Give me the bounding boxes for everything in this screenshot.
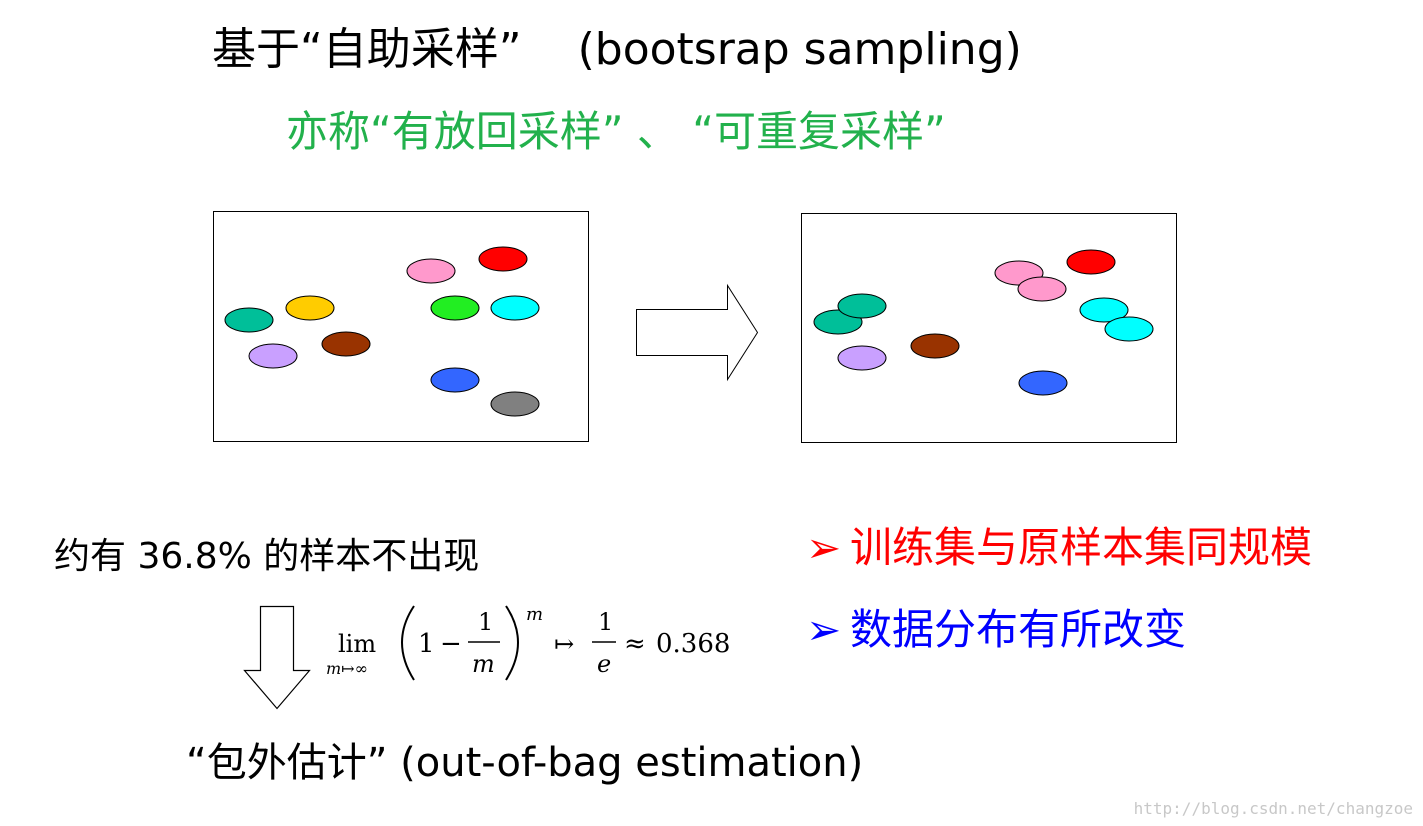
formula-one: 1 [418, 629, 435, 659]
bullet-same-size: ➢训练集与原样本集同规模 [806, 520, 1312, 576]
down-arrow-icon [243, 605, 311, 710]
sampled-sample-brown [910, 333, 960, 359]
missing-sample-statement: 约有 36.8% 的样本不出现 [54, 532, 479, 582]
title-english: (bootsrap sampling) [577, 24, 1022, 75]
formula-frac-numerator: 1 [478, 608, 493, 636]
original-sample-gray [490, 391, 540, 417]
out-of-bag-english: (out-of-bag estimation) [400, 740, 864, 786]
statement-suffix: 的样本不出现 [263, 536, 480, 577]
sampled-dataset-samples [813, 249, 1154, 396]
statement-prefix: 约有 [54, 536, 127, 577]
formula-right-paren [505, 605, 519, 681]
formula-approx: ≈ [624, 629, 646, 659]
original-sample-red [478, 246, 528, 272]
statement-percent: 36.8% [137, 536, 252, 577]
formula-value: 0.368 [656, 629, 730, 659]
formula-lim: lim [338, 630, 376, 658]
original-sample-brown [321, 331, 371, 357]
original-dataset-samples [224, 246, 540, 417]
bullet-text: 训练集与原样本集同规模 [850, 523, 1313, 572]
original-sample-yellow [285, 295, 335, 321]
slide-subtitle: 亦称“有放回采样” 、 “可重复采样” [286, 104, 946, 160]
sampled-sample-blue [1018, 370, 1068, 396]
sampled-sample-teal [837, 293, 887, 319]
formula-lim-subscript: m↦∞ [326, 659, 368, 678]
formula-mapsto: ↦ [554, 630, 574, 658]
sampled-sample-lavender [837, 345, 887, 371]
original-sample-teal [224, 307, 274, 333]
bullet-arrow-icon: ➢ [806, 605, 842, 654]
watermark: http://blog.csdn.net/changzoe [1133, 799, 1413, 818]
sampled-sample-red [1066, 249, 1116, 275]
out-of-bag-chinese: “包外估计” [186, 740, 388, 786]
bullet-text: 数据分布有所改变 [850, 605, 1187, 654]
original-sample-pink [406, 258, 456, 284]
original-sample-green [430, 295, 480, 321]
formula-left-paren [401, 605, 415, 681]
original-sample-cyan [490, 295, 540, 321]
formula-result-numerator: 1 [598, 608, 613, 636]
sampled-sample-pink [1017, 276, 1067, 302]
formula-exponent: m [526, 604, 543, 625]
formula-minus: − [440, 629, 462, 659]
title-chinese: 基于“自助采样” [212, 24, 522, 75]
bullet-arrow-icon: ➢ [806, 523, 842, 572]
right-arrow-icon [636, 283, 759, 382]
original-sample-lavender [248, 343, 298, 369]
formula-result-denominator: e [597, 650, 611, 678]
original-sample-blue [430, 367, 480, 393]
sampled-sample-cyan [1079, 297, 1129, 323]
subtitle-text: 亦称“有放回采样” 、 “可重复采样” [286, 107, 946, 156]
out-of-bag-label: “包外估计” (out-of-bag estimation) [186, 736, 863, 790]
sampled-sample-cyan [1104, 316, 1154, 342]
formula-frac-denominator: m [472, 650, 495, 678]
limit-formula: lim m↦∞ 1 − 1 m m ↦ 1 e ≈ 0.368 [326, 604, 730, 681]
bullet-distribution-changed: ➢数据分布有所改变 [806, 602, 1186, 658]
slide-title: 基于“自助采样” (bootsrap sampling) [212, 22, 1022, 78]
